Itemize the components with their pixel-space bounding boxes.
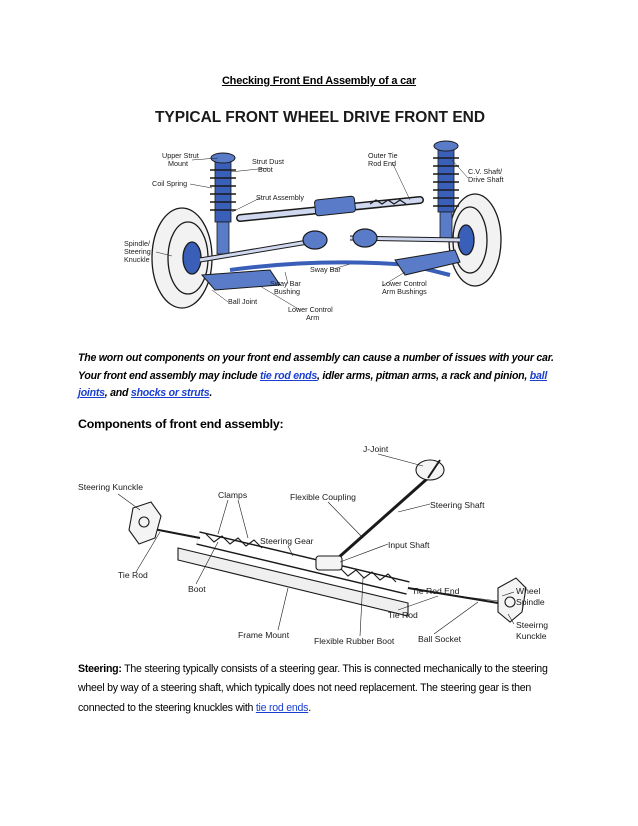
label-j-joint: J-Joint [363,444,389,454]
label-coil-spring: Coil Spring [152,179,187,188]
steering-label: Steering: [78,663,122,675]
steering-gear-drawing [128,459,527,623]
steering-text-1: The steering typically consists of a ste… [78,663,548,714]
label-outer-tie-rod-2: Rod End [368,159,396,168]
label-cv-shaft-2: Drive Shaft [468,175,504,184]
label-boot: Boot [188,584,206,594]
label-steering-gear: Steering Gear [260,536,314,546]
steering-text-2: . [308,701,311,714]
drive-shafts [199,228,461,263]
label-lower-control-arm: Lower Control [288,305,333,314]
tie-rod-ends-link-2[interactable]: tie rod ends [255,701,309,714]
label-ball-socket: Ball Socket [418,634,462,644]
label-tie-rod-right: Tie Rod [388,610,418,620]
label-spindle-3: Knuckle [124,255,150,264]
diagram-heading: TYPICAL FRONT WHEEL DRIVE FRONT END [155,109,485,126]
label-sway-bar: Sway Bar [310,265,341,274]
label-flexible-coupling: Flexible Coupling [290,492,356,502]
section-heading: Components of front end assembly: [78,417,284,431]
steering-rack [236,195,424,222]
label-ball-joint: Ball Joint [228,297,257,306]
label-spindle-2: Steering [124,247,151,256]
front-wheel-drive-diagram: TYPICAL FRONT WHEEL DRIVE FRONT END [124,109,504,322]
label-lower-control-bushings: Lower Control [382,279,427,288]
intro-text-1: The worn out components on your front en… [78,352,554,382]
label-steering-knuckle-right: Steeirng [516,620,548,630]
label-outer-tie-rod: Outer Tie [368,151,398,160]
steering-paragraph: Steering: The steering typically consist… [78,660,568,718]
label-flexible-rubber-boot: Flexible Rubber Boot [314,636,395,646]
label-sway-bar-bushing: Sway Bar [270,279,301,288]
label-strut-dust-boot: Strut Dust [252,157,284,166]
ball-joints-link[interactable]: ball joints [78,369,548,400]
tie-rod-ends-link[interactable]: tie rod ends [259,369,317,382]
label-upper-strut-mount-2: Mount [168,159,188,168]
intro-text-3: , and [104,387,131,399]
diagram-labels: J-Joint Steering Kunckle Clamps Flexible… [78,444,548,646]
label-steering-knuckle-right-2: Kunckle [516,631,547,641]
label-upper-strut-mount: Upper Strut [162,151,199,160]
label-wheel-spindle: Wheel [516,586,540,596]
shocks-struts-link[interactable]: shocks or struts [130,387,210,399]
label-tie-rod-end: Tie Rod End [412,586,460,596]
label-wheel-spindle-2: Spindle [516,597,545,607]
diagram-labels: Upper Strut Mount Strut Dust Boot Coil S… [124,151,504,322]
page-title: Checking Front End Assembly of a car [221,75,417,87]
label-lower-control-arm-2: Arm [306,313,319,322]
label-sway-bar-bushing-2: Bushing [274,287,300,296]
intro-text-4: . [209,387,213,399]
label-spindle: Spindle/ [124,239,150,248]
label-strut-dust-boot-2: Boot [258,165,273,174]
label-tie-rod-left: Tie Rod [118,570,148,580]
leader-lines [117,453,515,637]
label-input-shaft: Input Shaft [388,540,430,550]
left-strut [210,152,236,255]
steering-components-diagram: J-Joint Steering Kunckle Clamps Flexible… [78,444,548,646]
label-strut-assembly: Strut Assembly [256,193,304,202]
intro-paragraph: The worn out components on your front en… [78,350,564,403]
right-wheel [448,193,502,287]
label-steering-shaft: Steering Shaft [430,500,485,510]
lower-control-arms [200,249,461,291]
label-cv-shaft: C.V. Shaft/ [468,167,502,176]
intro-text-2: , idler arms, pitman arms, a rack and pi… [316,369,530,382]
leader-lines [155,157,469,311]
label-steering-knuckle-left: Steering Kunckle [78,482,143,492]
label-lower-control-bushings-2: Arm Bushings [382,287,427,296]
label-clamps: Clamps [218,490,247,500]
label-frame-mount: Frame Mount [238,630,290,640]
